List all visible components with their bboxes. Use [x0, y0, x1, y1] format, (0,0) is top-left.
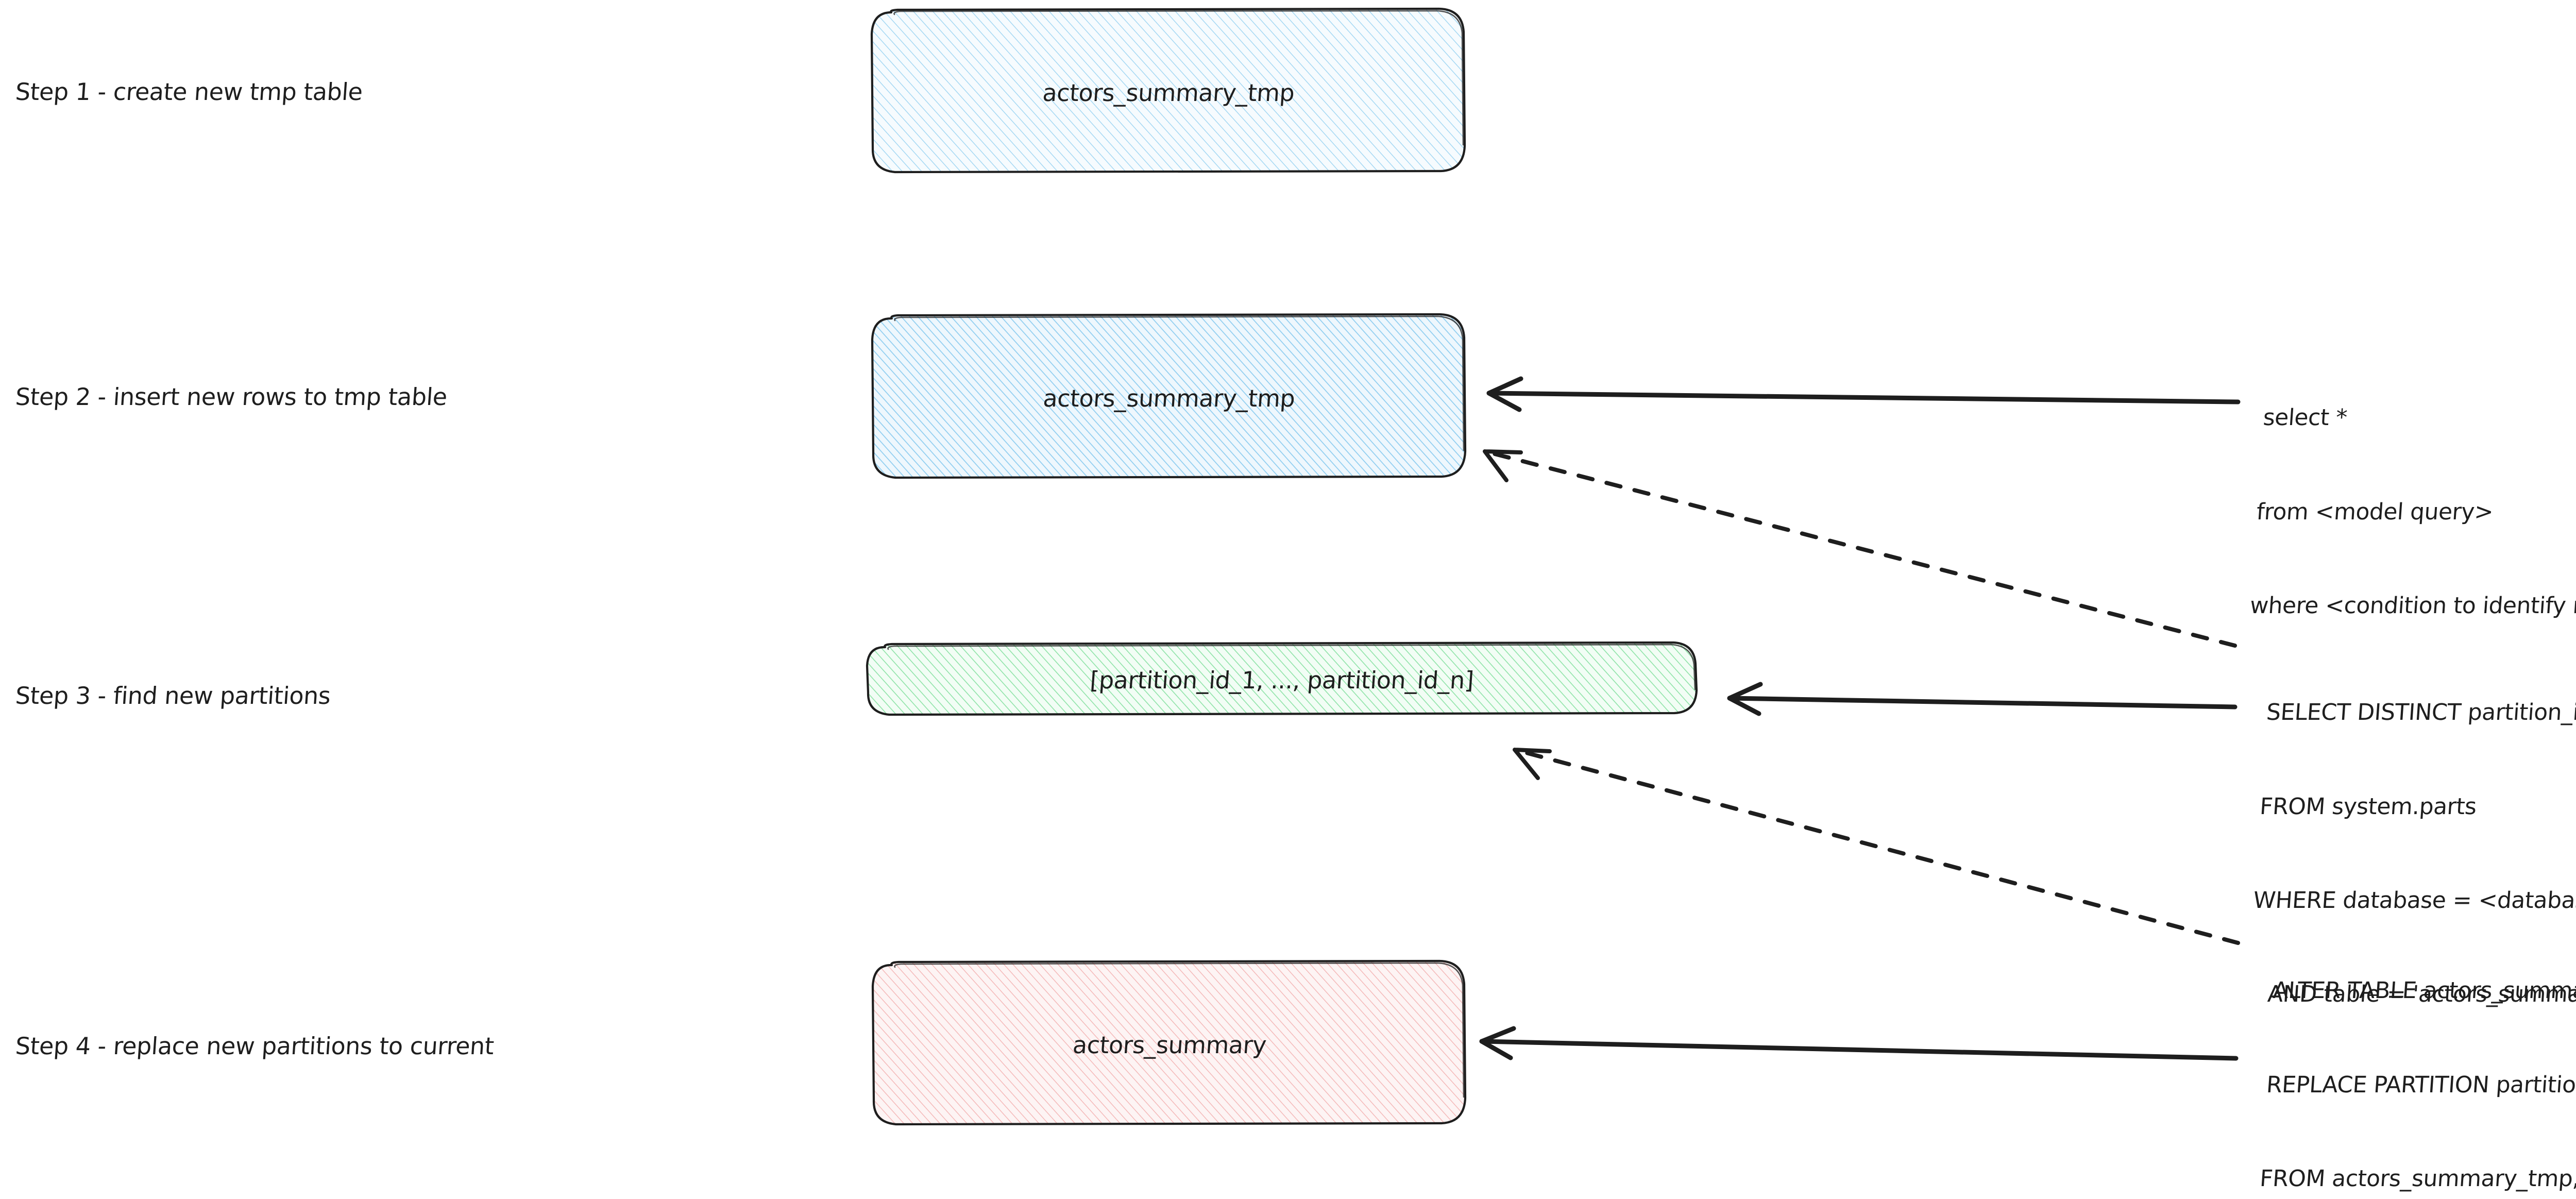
arrow-sql4-to-partitions[interactable]	[1513, 748, 2240, 945]
arrow-sql3-to-tmp2[interactable]	[1483, 449, 2237, 648]
node-tmp-2-label: actors_summary_tmp	[1042, 384, 1296, 412]
arrow-sql3-to-partitions[interactable]	[1727, 682, 2238, 716]
sql-line: WHERE database = <database>	[2252, 887, 2576, 914]
sql-block-step2: select * from <model query> where <condi…	[2245, 340, 2576, 684]
node-tmp-1-label: actors_summary_tmp	[1041, 79, 1296, 107]
sql-block-step4: ALTER TABLE actors_summary REPLACE PARTI…	[2235, 913, 2576, 1199]
node-partitions-label: [partition_id_1, ..., partition_id_n]	[1089, 666, 1475, 694]
node-tmp-1-shape[interactable]	[870, 7, 1466, 174]
step-label-2: Step 2 - insert new rows to tmp table	[14, 383, 448, 411]
step-label-1: Step 1 - create new tmp table	[14, 78, 364, 106]
sql-line: FROM system.parts	[2259, 793, 2478, 820]
arrow-sql4-to-summary[interactable]	[1479, 1026, 2239, 1061]
step-label-4: Step 4 - replace new partitions to curre…	[14, 1032, 495, 1060]
step-label-3: Step 3 - find new partitions	[14, 682, 332, 710]
node-tmp-2-shape[interactable]	[871, 313, 1467, 479]
sql-line: SELECT DISTINCT partition_id	[2265, 699, 2576, 726]
sql-line: where <condition to identify new>	[2249, 592, 2576, 619]
sql-line: FROM actors_summary_tmp,	[2259, 1165, 2576, 1192]
node-actors-summary-label: actors_summary	[1072, 1031, 1267, 1059]
sql-line: REPLACE PARTITION partition_id_1	[2265, 1071, 2576, 1098]
node-partitions-shape[interactable]	[866, 641, 1698, 716]
node-actors-summary-shape[interactable]	[871, 959, 1467, 1126]
arrow-sql2-to-tmp2[interactable]	[1486, 376, 2241, 412]
sql-line: from <model query>	[2256, 498, 2494, 525]
sql-line: ALTER TABLE actors_summary	[2272, 977, 2576, 1004]
sql-line: select *	[2262, 404, 2348, 431]
